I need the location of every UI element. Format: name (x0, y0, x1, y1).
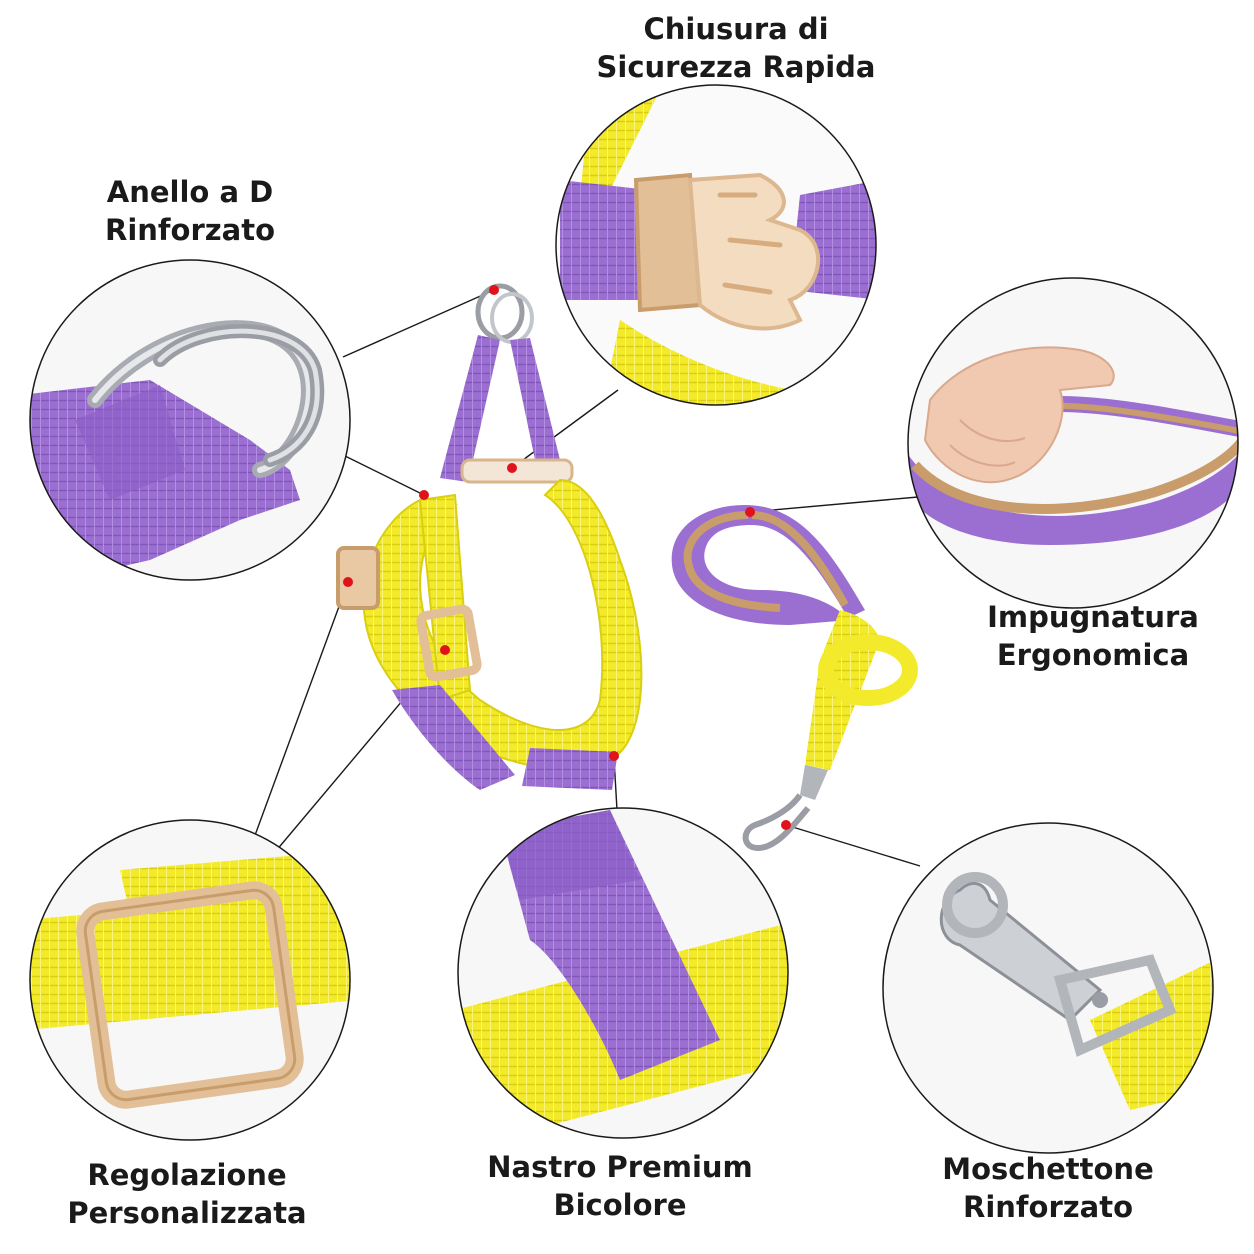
marker-shoulder (419, 490, 429, 500)
regolazione-detail-photo (29, 819, 351, 1141)
label-anello-line1: Anello a D (106, 175, 274, 209)
marker-side-buckle (343, 577, 353, 587)
leash-product (671, 505, 918, 852)
impugnatura-detail-photo (907, 277, 1239, 609)
nastro-detail-photo (457, 807, 789, 1139)
label-nastro-line2: Bicolore (553, 1188, 687, 1222)
marker-slider (440, 645, 450, 655)
label-regolazione: Regolazione Personalizzata (52, 1156, 322, 1232)
feature-markers (343, 285, 791, 830)
marker-webbing (609, 751, 619, 761)
label-chiusura-line2: Sicurezza Rapida (596, 50, 876, 84)
label-regolazione-line2: Personalizzata (67, 1196, 307, 1230)
harness-product (336, 283, 643, 790)
label-chiusura: Chiusura di Sicurezza Rapida (576, 10, 896, 86)
label-moschettone-line2: Rinforzato (963, 1190, 1133, 1224)
marker-d-ring (489, 285, 499, 295)
label-anello: Anello a D Rinforzato (60, 173, 320, 249)
label-regolazione-line1: Regolazione (87, 1158, 287, 1192)
moschettone-detail-photo (882, 822, 1214, 1154)
label-impugnatura-line2: Ergonomica (996, 638, 1190, 672)
label-moschettone: Moschettone Rinforzato (913, 1150, 1183, 1226)
label-anello-line2: Rinforzato (105, 213, 275, 247)
label-chiusura-line1: Chiusura di (643, 12, 829, 46)
label-nastro-line1: Nastro Premium (487, 1150, 753, 1184)
label-moschettone-line1: Moschettone (942, 1152, 1154, 1186)
chiusura-detail-photo (555, 84, 877, 406)
label-impugnatura-line1: Impugnatura (987, 600, 1199, 634)
marker-clip (781, 820, 791, 830)
marker-buckle (507, 463, 517, 473)
marker-handle (745, 507, 755, 517)
label-nastro: Nastro Premium Bicolore (470, 1148, 770, 1224)
anello-detail-photo (29, 259, 351, 581)
label-impugnatura: Impugnatura Ergonomica (963, 598, 1223, 674)
